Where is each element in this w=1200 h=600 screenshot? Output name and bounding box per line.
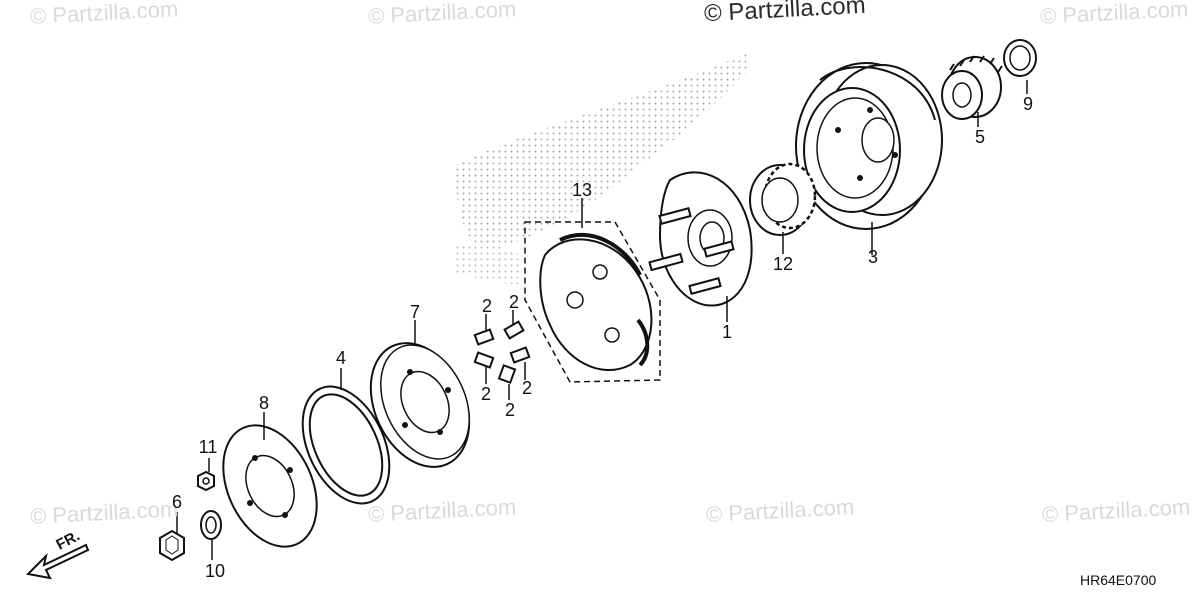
clutch-drum bbox=[795, 62, 943, 230]
nut-11 bbox=[197, 470, 215, 492]
callout-2: 2 bbox=[480, 384, 491, 404]
one-way-clutch bbox=[749, 162, 817, 236]
washer bbox=[1003, 39, 1037, 77]
callout-4: 4 bbox=[335, 348, 346, 368]
drive-plate bbox=[648, 171, 753, 307]
callout-2: 2 bbox=[504, 400, 515, 420]
diagram-code: HR64E0700 bbox=[1080, 572, 1157, 588]
callout-9: 9 bbox=[1022, 94, 1033, 114]
callout-11: 11 bbox=[198, 437, 218, 457]
callout-10: 10 bbox=[204, 561, 226, 581]
callout-5: 5 bbox=[974, 127, 985, 147]
shoe-assembly bbox=[524, 221, 661, 383]
crankcase-shading bbox=[455, 50, 750, 246]
callout-2: 2 bbox=[481, 296, 492, 316]
callout-7: 7 bbox=[409, 302, 420, 322]
nut-6 bbox=[159, 529, 185, 562]
callout-6: 6 bbox=[171, 492, 182, 512]
leader-lines bbox=[176, 80, 1028, 560]
plate-8 bbox=[222, 424, 318, 548]
washer-10 bbox=[200, 510, 222, 540]
plate-7 bbox=[369, 342, 471, 468]
spring-group bbox=[473, 320, 531, 384]
gear bbox=[941, 55, 1003, 120]
crankcase-shading bbox=[455, 243, 520, 285]
callout-8: 8 bbox=[258, 393, 269, 413]
ring-4 bbox=[301, 385, 391, 505]
front-arrow-icon bbox=[25, 543, 90, 580]
callout-3: 3 bbox=[867, 247, 878, 267]
callout-2: 2 bbox=[508, 292, 519, 312]
callout-2: 2 bbox=[521, 378, 532, 398]
callout-12: 12 bbox=[772, 254, 794, 274]
callout-13: 13 bbox=[571, 180, 593, 200]
callout-1: 1 bbox=[721, 322, 732, 342]
